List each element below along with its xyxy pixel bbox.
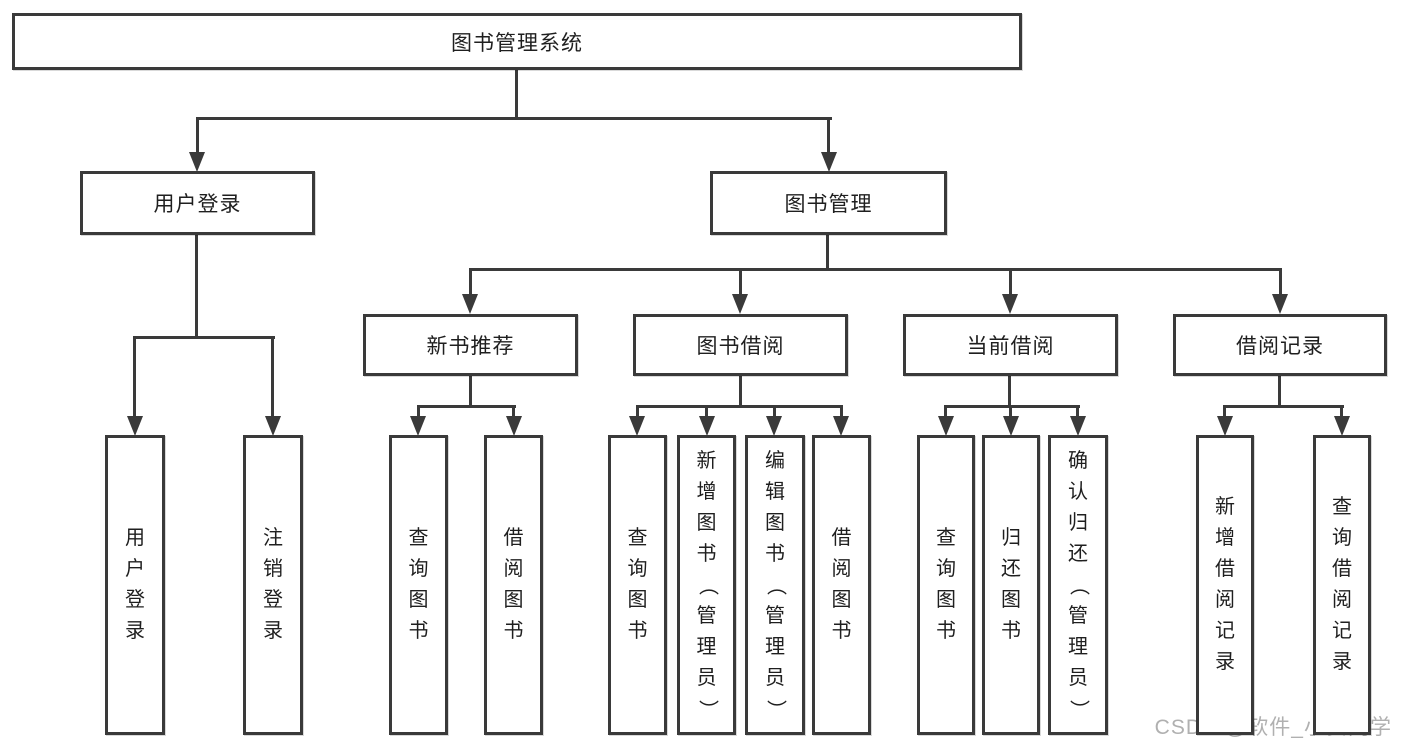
connector-line	[1223, 405, 1226, 419]
connector-line	[944, 405, 1080, 408]
connector-line	[417, 405, 516, 408]
node-leaf-return-book: 归还图书	[982, 435, 1040, 735]
node-label: 借阅图书	[503, 527, 524, 642]
connector-line	[636, 405, 639, 419]
node-leaf-user-login: 用户登录	[105, 435, 165, 735]
node-label: 查询图书	[627, 527, 648, 642]
node-leaf-add-book-admin: 新增图书（管理员）	[677, 435, 736, 735]
connector-line	[196, 117, 832, 120]
arrowhead-down-icon	[938, 416, 954, 436]
connector-line	[1279, 268, 1282, 296]
node-label: 图书管理	[784, 193, 873, 216]
arrowhead-down-icon	[1070, 416, 1086, 436]
connector-line	[1008, 376, 1011, 407]
connector-line	[417, 405, 420, 419]
node-label: 编辑图书（管理员）	[764, 449, 787, 720]
node-label: 图书借阅	[696, 335, 785, 358]
connector-line	[739, 268, 742, 296]
connector-line	[1009, 268, 1012, 296]
connector-line	[1278, 376, 1281, 407]
arrowhead-down-icon	[189, 152, 205, 172]
arrowhead-down-icon	[462, 294, 478, 314]
node-leaf-query-book-borrowing: 查询图书	[608, 435, 667, 735]
arrowhead-down-icon	[699, 416, 715, 436]
arrowhead-down-icon	[1334, 416, 1350, 436]
node-leaf-query-book-recommend: 查询图书	[389, 435, 448, 735]
connector-line	[1009, 405, 1012, 419]
node-borrowing-records: 借阅记录	[1173, 314, 1387, 376]
arrowhead-down-icon	[821, 152, 837, 172]
connector-line	[826, 235, 829, 270]
node-label: 新增图书（管理员）	[696, 449, 718, 720]
node-label: 新增借阅记录	[1215, 496, 1235, 673]
arrowhead-down-icon	[1003, 416, 1019, 436]
connector-line	[133, 336, 275, 339]
arrowhead-down-icon	[732, 294, 748, 314]
connector-line	[840, 405, 843, 419]
node-leaf-borrow-book-borrowing: 借阅图书	[812, 435, 871, 735]
node-user-login: 用户登录	[80, 171, 315, 235]
arrowhead-down-icon	[629, 416, 645, 436]
node-book-borrowing: 图书借阅	[633, 314, 848, 376]
connector-line	[512, 405, 515, 419]
connector-line	[196, 117, 199, 155]
connector-line	[1223, 405, 1344, 408]
node-library-management-system: 图书管理系统	[12, 13, 1022, 70]
connector-line	[739, 376, 742, 407]
node-label: 确认归还（管理员）	[1067, 449, 1090, 720]
connector-line	[1340, 405, 1343, 419]
node-label: 查询图书	[408, 527, 429, 642]
node-label: 用户登录	[153, 193, 242, 216]
node-label: 查询借阅记录	[1332, 496, 1352, 673]
node-label: 用户登录	[125, 527, 145, 642]
connector-line	[944, 405, 947, 419]
node-leaf-query-book-current: 查询图书	[917, 435, 975, 735]
node-leaf-confirm-return-admin: 确认归还（管理员）	[1048, 435, 1108, 735]
arrowhead-down-icon	[1002, 294, 1018, 314]
arrowhead-down-icon	[127, 416, 143, 436]
connector-line	[469, 268, 1282, 271]
connector-line	[469, 376, 472, 407]
arrowhead-down-icon	[833, 416, 849, 436]
node-leaf-logout: 注销登录	[243, 435, 303, 735]
connector-line	[636, 405, 843, 408]
connector-line	[705, 405, 708, 419]
node-current-borrowing: 当前借阅	[903, 314, 1118, 376]
node-label: 借阅记录	[1236, 335, 1324, 358]
node-label: 注销登录	[263, 527, 283, 642]
node-label: 查询图书	[936, 527, 956, 642]
connector-line	[1076, 405, 1079, 419]
node-label: 新书推荐	[426, 335, 515, 358]
node-leaf-edit-book-admin: 编辑图书（管理员）	[745, 435, 805, 735]
arrowhead-down-icon	[1272, 294, 1288, 314]
arrowhead-down-icon	[506, 416, 522, 436]
connector-line	[133, 336, 136, 416]
arrowhead-down-icon	[265, 416, 281, 436]
node-leaf-borrow-book-recommend: 借阅图书	[484, 435, 543, 735]
node-label: 图书管理系统	[451, 31, 583, 55]
connector-line	[515, 70, 518, 118]
node-new-book-recommend: 新书推荐	[363, 314, 578, 376]
arrowhead-down-icon	[410, 416, 426, 436]
connector-line	[827, 117, 830, 155]
node-leaf-add-borrow-record: 新增借阅记录	[1196, 435, 1254, 735]
node-label: 归还图书	[1001, 527, 1021, 642]
arrowhead-down-icon	[1217, 416, 1233, 436]
connector-line	[271, 336, 274, 416]
connector-line	[773, 405, 776, 419]
node-leaf-query-borrow-record: 查询借阅记录	[1313, 435, 1371, 735]
connector-line	[469, 268, 472, 296]
arrowhead-down-icon	[766, 416, 782, 436]
node-label: 借阅图书	[831, 527, 852, 642]
node-label: 当前借阅	[966, 335, 1055, 358]
node-book-management: 图书管理	[710, 171, 947, 235]
connector-line	[195, 235, 198, 338]
